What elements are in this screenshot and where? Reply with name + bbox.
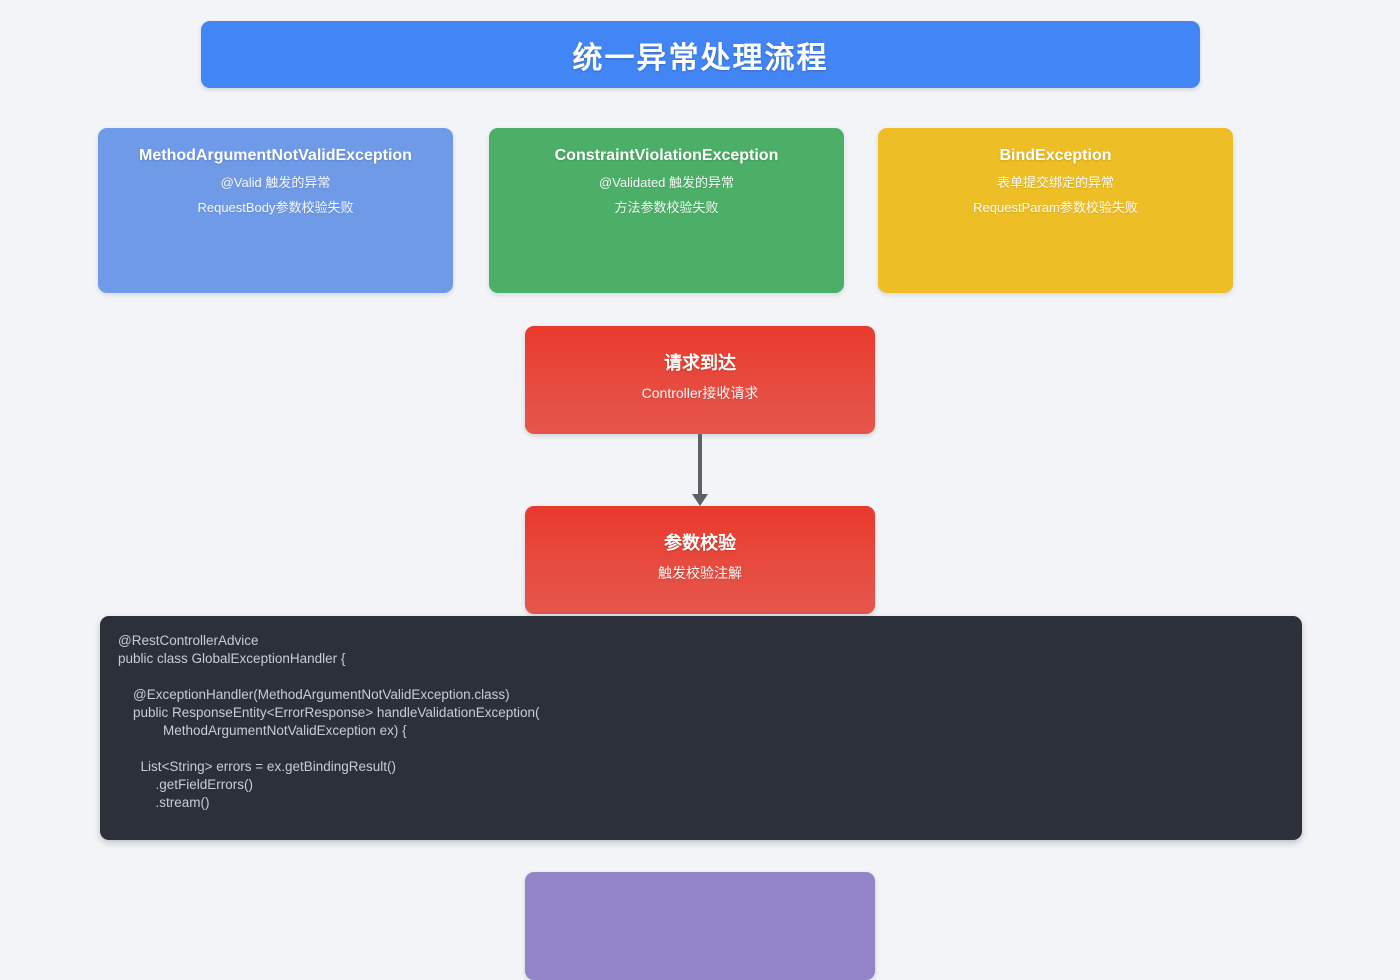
code-line: .stream() <box>118 795 210 810</box>
arrow-shaft <box>698 434 702 494</box>
flow-node-subtitle: 触发校验注解 <box>658 565 742 581</box>
code-line <box>118 740 1284 758</box>
exception-card-line-1: @Valid 触发的异常 <box>220 175 331 190</box>
exception-card-line-2: RequestBody参数校验失败 <box>197 200 354 215</box>
flow-node-purple-partial[interactable] <box>525 872 875 980</box>
exception-card-line-2: 方法参数校验失败 <box>614 200 719 215</box>
code-line: public class GlobalExceptionHandler { <box>118 651 346 666</box>
code-line: public ResponseEntity<ErrorResponse> han… <box>118 705 540 720</box>
code-line: MethodArgumentNotValidException ex) { <box>118 723 407 738</box>
code-line: @ExceptionHandler(MethodArgumentNotValid… <box>118 687 510 702</box>
flow-node-request-arrives[interactable]: 请求到达 Controller接收请求 <box>525 326 875 434</box>
exception-card-line-1: @Validated 触发的异常 <box>598 175 735 190</box>
exception-card-constraint-violation[interactable]: ConstraintViolationException @Validated … <box>489 128 844 293</box>
flow-node-title: 参数校验 <box>664 533 736 553</box>
code-snippet-global-exception-handler: @RestControllerAdvice public class Globa… <box>100 616 1302 840</box>
code-line: .getFieldErrors() <box>118 777 254 792</box>
arrow-down-icon <box>688 434 712 506</box>
exception-card-bind-exception[interactable]: BindException 表单提交绑定的异常 RequestParam参数校验… <box>878 128 1233 293</box>
flowchart-canvas: 统一异常处理流程 MethodArgumentNotValidException… <box>98 21 1302 980</box>
code-line: List<String> errors = ex.getBindingResul… <box>118 759 397 774</box>
flow-node-subtitle: Controller接收请求 <box>641 385 759 401</box>
flow-node-title: 请求到达 <box>664 353 736 373</box>
exception-card-title: ConstraintViolationException <box>554 147 779 164</box>
page-title-banner: 统一异常处理流程 <box>201 21 1200 88</box>
exception-card-title: MethodArgumentNotValidException <box>139 147 412 164</box>
flow-node-parameter-validation[interactable]: 参数校验 触发校验注解 <box>525 506 875 614</box>
code-line <box>118 668 1284 686</box>
code-line: @RestControllerAdvice <box>118 633 259 648</box>
exception-card-method-argument-not-valid[interactable]: MethodArgumentNotValidException @Valid 触… <box>98 128 453 293</box>
exception-card-title: BindException <box>999 147 1112 164</box>
exception-card-line-2: RequestParam参数校验失败 <box>973 200 1138 215</box>
page-title: 统一异常处理流程 <box>572 41 829 75</box>
exception-card-line-1: 表单提交绑定的异常 <box>996 175 1114 190</box>
arrow-head <box>692 494 708 506</box>
